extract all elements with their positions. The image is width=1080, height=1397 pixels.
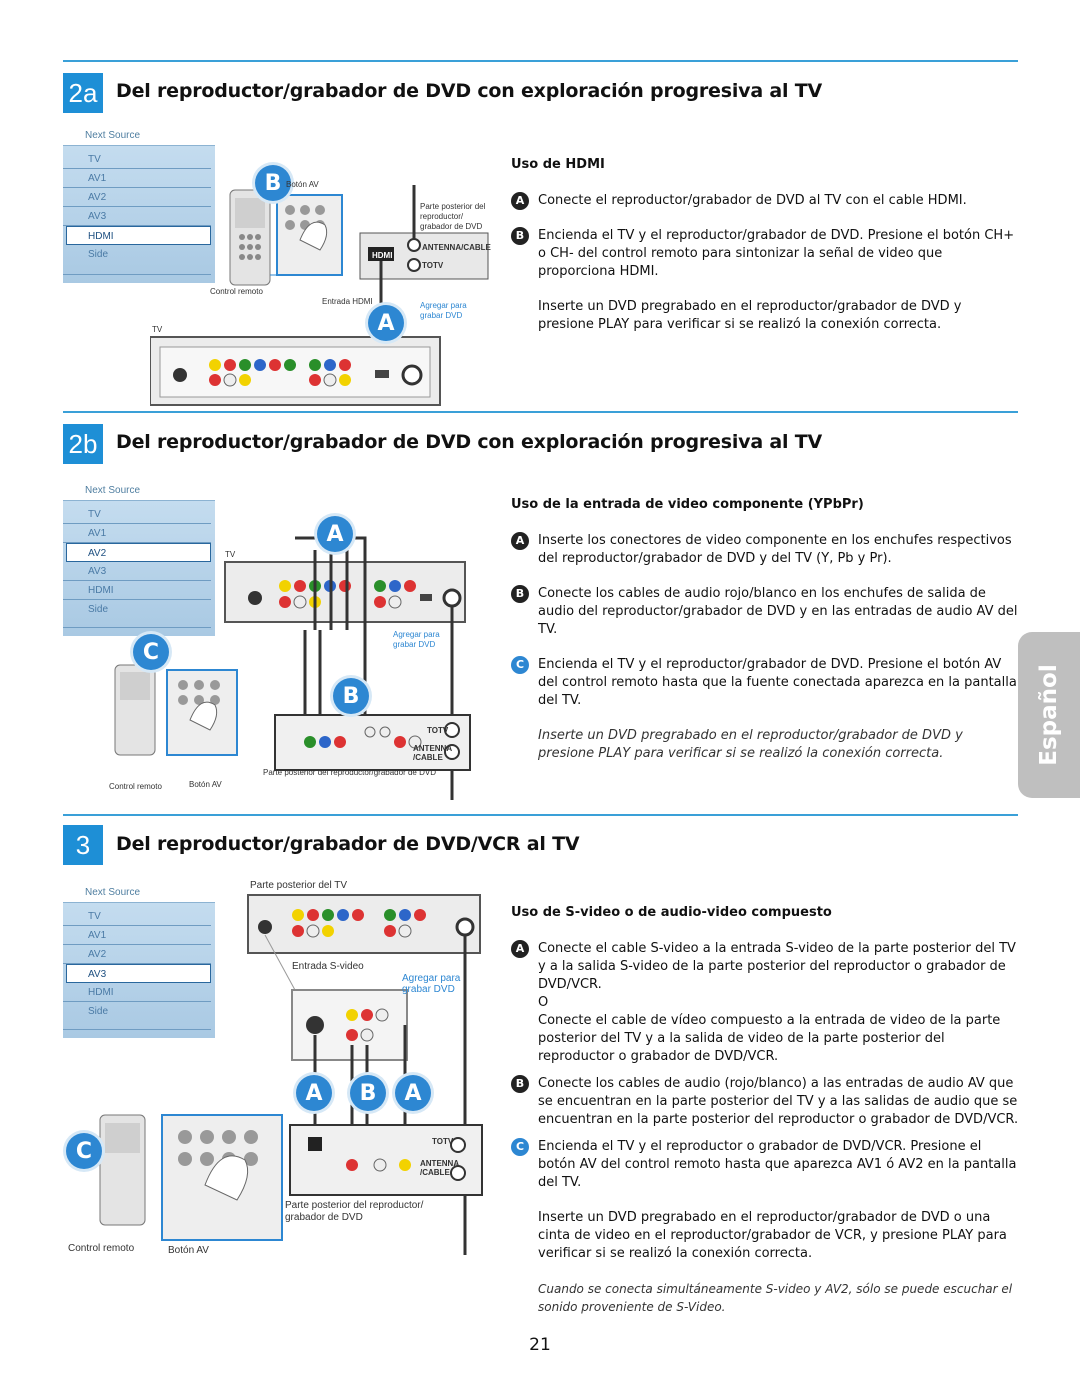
- section-rule-3: [63, 814, 1018, 816]
- step-c-3: C Encienda el TV y el reproductor o grab…: [511, 1138, 1021, 1192]
- badge-a-3-left: A: [296, 1075, 332, 1111]
- badge-a-2b: A: [317, 516, 353, 552]
- subtitle-2b: Uso de la entrada de video componente (Y…: [511, 497, 864, 512]
- badge-b-2a: B: [255, 165, 291, 201]
- menu-item-av2: AV2: [63, 188, 211, 207]
- subtitle-2a: Uso de HDMI: [511, 157, 605, 172]
- source-menu-2a: Next Source TV AV1 AV2 AV3 HDMI Side: [63, 127, 215, 283]
- label-tv: TV: [152, 325, 163, 334]
- menu-item-av3-selected: AV3: [66, 964, 211, 983]
- menu-item-av1: AV1: [63, 169, 211, 188]
- menu-item-av2-selected: AV2: [66, 543, 211, 562]
- section-number-3: 3: [63, 825, 103, 865]
- or-3: O: [538, 995, 549, 1010]
- component-connection-diagram: A B C TV Agregar para grabar DVD TOTV AN…: [95, 516, 475, 805]
- text-3: Uso de S-video o de audio-video compuest…: [511, 904, 1021, 1316]
- subtitle-3: Uso de S-video o de audio-video compuest…: [511, 905, 832, 920]
- label-parte-posterior: Parte posterior del reproductor/ grabado…: [420, 202, 486, 231]
- label-parte-posterior-3: Parte posterior del reproductor/ grabado…: [285, 1200, 424, 1223]
- step-b-2a: B Encienda el TV y el reproductor/grabad…: [511, 227, 1021, 281]
- hdmi-connection-diagram: B A Botón AV Parte posterior del reprodu…: [149, 165, 495, 410]
- label-control-2b: Control remoto: [109, 782, 162, 791]
- page-number: 21: [529, 1335, 551, 1355]
- component-diagram-svg: [114, 536, 471, 800]
- label-totv-2b: TOTV: [427, 726, 449, 735]
- source-menu-3: Next Source TV AV1 AV2 AV3 HDMI Side: [63, 884, 215, 1038]
- label-control-3: Control remoto: [68, 1243, 135, 1254]
- label-antenna-2b: ANTENNA /CABLE: [413, 744, 452, 762]
- note-2b: Inserte un DVD pregrabado en el reproduc…: [538, 728, 963, 761]
- source-menu-2b: Next Source TV AV1 AV2 AV3 HDMI Side: [63, 482, 215, 636]
- mark-a: A: [511, 192, 529, 210]
- badge-b-2b: B: [333, 678, 369, 714]
- label-antenna-3: ANTENNA /CABLE: [420, 1159, 459, 1177]
- label-control-remoto: Control remoto: [210, 287, 263, 296]
- section-rule-2a: [63, 60, 1018, 62]
- menu-head: Next Source: [85, 130, 141, 141]
- label-agregar: Agregar para grabar DVD: [420, 301, 467, 320]
- section-number-2a: 2a: [63, 73, 103, 113]
- label-antenna: ANTENNA/CABLE: [422, 243, 491, 252]
- menu-item-hdmi: HDMI: [66, 226, 211, 245]
- step-a-2b: A Inserte los conectores de video compon…: [511, 532, 1021, 568]
- menu-item-side: Side: [63, 245, 211, 275]
- badge-a-2a: A: [368, 305, 404, 341]
- label-entrada-hdmi: Entrada HDMI: [322, 297, 373, 306]
- label-boton-av-2b: Botón AV: [189, 780, 222, 789]
- badge-c-3: C: [66, 1133, 102, 1169]
- svideo-connection-diagram: Parte posterior del TV Entrada S-video A…: [60, 875, 485, 1260]
- label-hdmi: HDMI: [372, 251, 393, 260]
- svideo-diagram-svg: [99, 894, 483, 1255]
- hdmi-diagram-svg: [149, 185, 489, 406]
- italic-note-3: Cuando se conecta simultáneamente S-vide…: [538, 1282, 1013, 1314]
- step-a-3: A Conecte el cable S-video a la entrada …: [511, 940, 1021, 994]
- badge-a-3-right: A: [395, 1075, 431, 1111]
- label-agregar-3: Agregar para grabar DVD: [402, 973, 461, 995]
- step-c-2b: C Encienda el TV y el reproductor/grabad…: [511, 656, 1021, 710]
- text-2a: Uso de HDMI A Conecte el reproductor/gra…: [511, 156, 1021, 334]
- section-title-2a: Del reproductor/grabador de DVD con expl…: [116, 80, 822, 102]
- badge-b-3: B: [350, 1075, 386, 1111]
- language-tab: Español: [1018, 632, 1080, 798]
- language-tab-label: Español: [1036, 664, 1062, 766]
- section-number-2b: 2b: [63, 424, 103, 464]
- step-b-3: B Conecte los cables de audio (rojo/blan…: [511, 1075, 1021, 1129]
- label-parte-posterior-2b: Parte posterior del reproductor/grabador…: [263, 768, 436, 777]
- step-b-2b: B Conecte los cables de audio rojo/blanc…: [511, 585, 1021, 639]
- label-tv-2b: TV: [225, 550, 236, 559]
- badge-c-2b: C: [133, 634, 169, 670]
- mark-b: B: [511, 227, 529, 245]
- note-2a: Inserte un DVD pregrabado en el reproduc…: [538, 299, 962, 332]
- label-totv: TOTV: [422, 261, 444, 270]
- label-boton-av: Botón AV: [286, 180, 319, 189]
- menu-item-tv: TV: [63, 150, 211, 169]
- step-a2-3: Conecte el cable de vídeo compuesto a la…: [538, 1013, 1001, 1064]
- label-agregar-2b: Agregar para grabar DVD: [393, 630, 440, 649]
- label-boton-av-3: Botón AV: [168, 1245, 209, 1256]
- menu-item-av3: AV3: [63, 207, 211, 226]
- label-totv-3: TOTV: [432, 1137, 454, 1146]
- label-entrada-svideo: Entrada S-video: [292, 961, 364, 972]
- text-2b: Uso de la entrada de video componente (Y…: [511, 496, 1021, 763]
- note-3: Inserte un DVD pregrabado en el reproduc…: [538, 1210, 1007, 1261]
- section-title-2b: Del reproductor/grabador de DVD con expl…: [116, 431, 822, 453]
- section-rule-2b: [63, 411, 1018, 413]
- step-a-2a: A Conecte el reproductor/grabador de DVD…: [511, 192, 1021, 210]
- section-title-3: Del reproductor/grabador de DVD/VCR al T…: [116, 833, 580, 855]
- label-parte-tv: Parte posterior del TV: [250, 880, 348, 891]
